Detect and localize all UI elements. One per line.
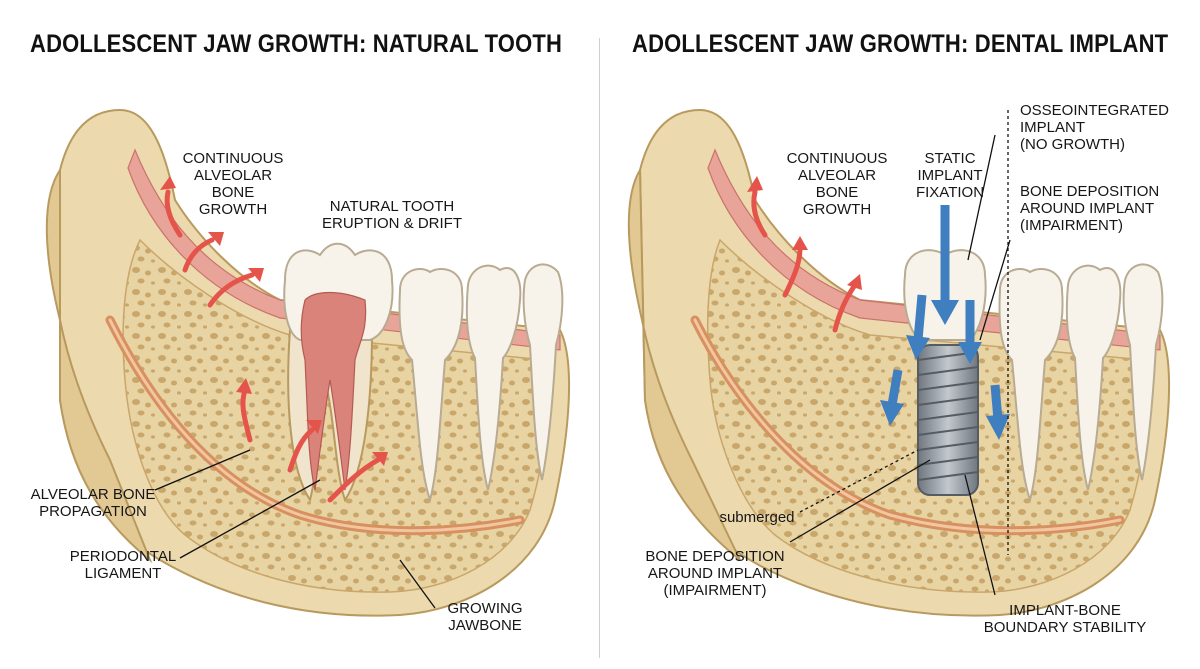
fixation-arrows xyxy=(887,205,1003,421)
label-eruption: NATURAL TOOTH ERUPTION & DRIFT xyxy=(321,198,462,232)
label-deposition-bottom: BONE DEPOSITION AROUND IMPLANT (IMPAIRME… xyxy=(645,548,785,599)
label-osseointegrated: OSSEOINTEGRATED IMPLANT (NO GROWTH) xyxy=(1020,102,1169,153)
incisor xyxy=(522,263,564,481)
label-deposition-top: BONE DEPOSITION AROUND IMPLANT (IMPAIRME… xyxy=(1020,183,1160,234)
panel-divider xyxy=(599,38,600,658)
natural-tooth-illustration xyxy=(45,108,571,617)
premolar-1 xyxy=(998,268,1064,504)
premolar-1 xyxy=(398,268,464,504)
label-boundary: IMPLANT-BONE BOUNDARY STABILITY xyxy=(983,602,1147,636)
label-propagation: ALVEOLAR BONE PROPAGATION xyxy=(30,486,156,520)
growth-arrows xyxy=(164,189,381,503)
label-jawbone: GROWING JAWBONE xyxy=(447,600,523,634)
canine xyxy=(1065,264,1122,491)
label-ligament: PERIODONTAL LIGAMENT xyxy=(69,548,177,582)
canine xyxy=(465,264,522,491)
page-title-implant: ADOLLESCENT JAW GROWTH: DENTAL IMPLANT xyxy=(632,30,1169,58)
dental-implant-panel: ADOLLESCENT JAW GROWTH: DENTAL IMPLANT C… xyxy=(600,0,1200,669)
dental-implant-illustration xyxy=(627,108,1171,617)
label-static-fixation: STATIC IMPLANT FIXATION xyxy=(915,150,985,201)
growth-arrows xyxy=(751,189,858,333)
label-bone-growth: CONTINUOUS ALVEOLAR BONE GROWTH xyxy=(786,150,888,218)
natural-tooth-panel: ADOLLESCENT JAW GROWTH: NATURAL TOOTH CO… xyxy=(30,30,571,634)
label-submerged: submerged xyxy=(719,509,795,526)
page-title: ADOLLESCENT JAW GROWTH: NATURAL TOOTH xyxy=(30,30,563,58)
incisor xyxy=(1122,263,1164,481)
label-bone-growth: CONTINUOUS ALVEOLAR BONE GROWTH xyxy=(182,150,284,218)
tooth-pulp xyxy=(300,291,367,491)
